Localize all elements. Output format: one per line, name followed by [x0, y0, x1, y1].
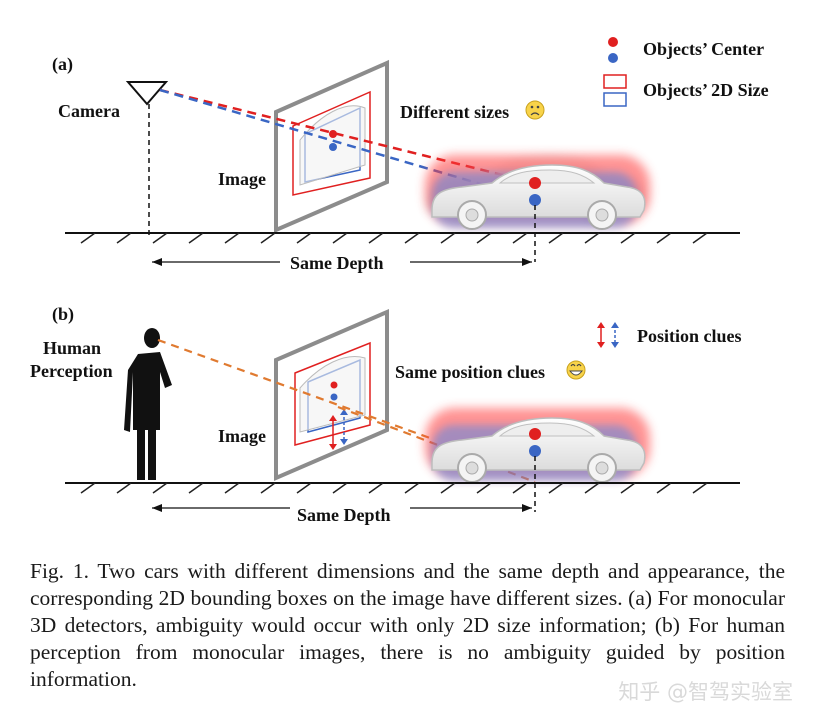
- human-label-line1: Human: [43, 338, 101, 358]
- image-label-a: Image: [218, 169, 266, 189]
- panel-b-tag: (b): [52, 304, 74, 325]
- ground-hatch: [584, 232, 600, 244]
- ground-hatch: [692, 232, 708, 244]
- ground-hatch: [476, 232, 492, 244]
- note-b: Same position clues: [395, 362, 545, 382]
- legend-center: Objects’ Center: [643, 39, 764, 59]
- ray-orange-top: [157, 338, 431, 440]
- ground-hatch: [224, 232, 240, 244]
- legend-red-dot: [608, 37, 618, 47]
- legend-red-box: [603, 74, 627, 89]
- ground-hatch: [440, 482, 456, 494]
- ground-hatch: [548, 482, 564, 494]
- panel-b: (b) Human Perception Image: [30, 304, 740, 525]
- grin-face-icon: [566, 360, 586, 380]
- ground-hatch: [332, 232, 348, 244]
- panel-a-tag: (a): [52, 54, 73, 75]
- ground-hatch: [296, 232, 312, 244]
- ground-hatch: [548, 232, 564, 244]
- camera-label: Camera: [58, 101, 120, 121]
- ground-hatch: [152, 232, 168, 244]
- ground-hatch: [404, 232, 420, 244]
- human-label-line2: Perception: [30, 361, 113, 381]
- ground-hatch: [80, 482, 96, 494]
- image-plane-a: [274, 59, 389, 234]
- legend-position: Position clues: [637, 326, 742, 346]
- ground-hatch: [512, 232, 528, 244]
- ground-hatch: [584, 482, 600, 494]
- legend-blue-dot: [608, 53, 618, 63]
- ground-hatch: [476, 482, 492, 494]
- depth-label-a: Same Depth: [290, 253, 384, 273]
- figure-diagram: (a) Camera Image Di: [30, 37, 769, 525]
- legend: Objects’ Center Objects’ 2D Size Positio…: [597, 37, 769, 348]
- ground-hatch: [224, 482, 240, 494]
- position-clue-icon: [597, 322, 619, 348]
- ground-b: [65, 482, 740, 494]
- figure-caption: Fig. 1. Two cars with different dimensio…: [30, 559, 785, 691]
- ground-hatch: [116, 482, 132, 494]
- ground-hatch: [260, 232, 276, 244]
- car-b: [425, 408, 650, 512]
- ground-hatch: [692, 482, 708, 494]
- ground-a: [65, 232, 740, 244]
- car-a: [425, 155, 650, 262]
- ground-hatch: [80, 232, 96, 244]
- ground-hatch: [656, 482, 672, 494]
- image-label-b: Image: [218, 426, 266, 446]
- depth-label-b: Same Depth: [297, 505, 391, 525]
- sad-face-icon: [525, 100, 545, 120]
- watermark: 知乎 @智驾实验室: [618, 680, 793, 704]
- camera-icon: [125, 81, 169, 235]
- ray-blue-a: [159, 88, 536, 202]
- ground-hatch: [404, 482, 420, 494]
- ground-hatch: [620, 482, 636, 494]
- ground-hatch: [332, 482, 348, 494]
- ground-hatch: [152, 482, 168, 494]
- ground-hatch: [116, 232, 132, 244]
- ground-hatch: [656, 232, 672, 244]
- ground-hatch: [620, 232, 636, 244]
- ground-hatch: [188, 232, 204, 244]
- depth-arrow-a: [152, 258, 532, 266]
- ground-hatch: [440, 232, 456, 244]
- legend-size: Objects’ 2D Size: [643, 80, 769, 100]
- legend-blue-box: [603, 92, 627, 107]
- ground-hatch: [260, 482, 276, 494]
- person-icon: [124, 328, 172, 480]
- ground-hatch: [188, 482, 204, 494]
- ground-hatch: [368, 482, 384, 494]
- ground-hatch: [296, 482, 312, 494]
- ground-hatch: [512, 482, 528, 494]
- image-plane-b: [274, 308, 389, 482]
- ground-hatch: [368, 232, 384, 244]
- depth-arrow-b: [152, 504, 532, 512]
- note-a: Different sizes: [400, 102, 509, 122]
- panel-a: (a) Camera Image Di: [52, 54, 740, 273]
